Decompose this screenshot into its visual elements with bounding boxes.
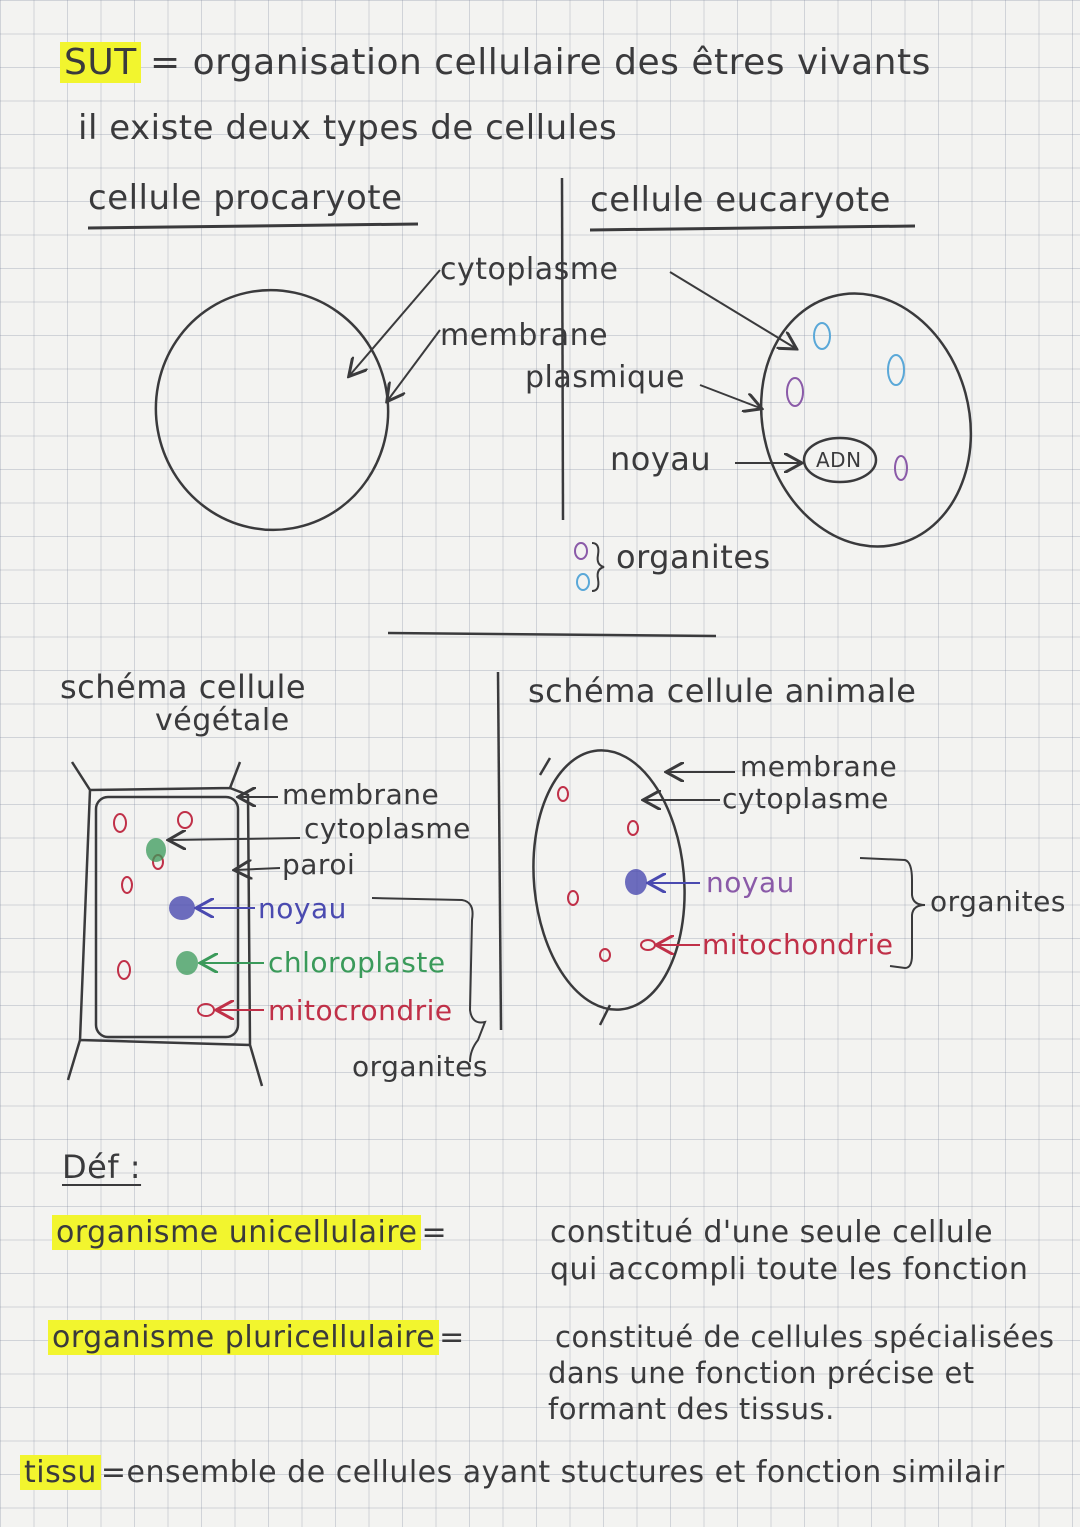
plant-label-chloroplaste: chloroplaste <box>268 946 446 979</box>
label-adn: ADN <box>816 448 862 472</box>
intro-line: il existe deux types de cellules <box>78 108 618 148</box>
heading-eucaryote: cellule eucaryote <box>590 180 891 220</box>
plant-mito <box>197 1003 215 1017</box>
plant-label-paroi: paroi <box>282 848 356 881</box>
plant-label-mitochondrie: mitocrondrie <box>268 994 453 1027</box>
animal-cell-tail <box>538 757 612 1026</box>
label-noyau: noyau <box>610 440 712 478</box>
organelle-purple-1 <box>786 377 804 407</box>
animal-red-o4 <box>599 948 611 962</box>
plant-wall <box>66 761 264 1087</box>
animal-red-o3 <box>567 890 579 906</box>
def-pluricellulaire-line-1: constitué de cellules spécialisées <box>555 1320 1055 1354</box>
animal-mito <box>640 939 656 951</box>
legend-organelle-purple <box>574 542 588 560</box>
label-organites: organites <box>616 538 771 576</box>
def-sep: = <box>439 1320 465 1355</box>
def-pluricellulaire-term: organisme pluricellulaire= <box>48 1320 465 1355</box>
arrow-cytoplasme-pro <box>350 269 441 375</box>
plant-title-2: végétale <box>155 703 290 738</box>
plant-red-o1 <box>113 813 127 833</box>
def-pluricellulaire-line-3: formant des tissus. <box>548 1392 835 1426</box>
arrow-cytoplasme-eu <box>669 271 795 348</box>
plant-noyau <box>169 896 195 920</box>
arrow-plant-cytoplasme <box>170 838 301 840</box>
plant-title-1: schéma cellule <box>60 668 307 706</box>
adn-nucleus <box>802 436 878 484</box>
def-term-highlight: organisme unicellulaire <box>52 1215 422 1250</box>
def-tissu: tissu=ensemble de cellules ayant stuctur… <box>20 1455 1005 1490</box>
def-tissu-line: ensemble de cellules ayant stuctures et … <box>126 1455 1005 1490</box>
label-membrane: membrane <box>440 318 609 353</box>
plant-chloro-2 <box>176 951 198 975</box>
animal-label-noyau: noyau <box>706 866 795 899</box>
plant-label-cytoplasme: cytoplasme <box>304 812 471 845</box>
organelle-cyan-1 <box>813 322 831 350</box>
def-unicellulaire-line-1: constitué d'une seule cellule <box>550 1215 994 1250</box>
def-term-highlight: organisme pluricellulaire <box>48 1320 440 1355</box>
underline-eucaryote <box>589 224 916 232</box>
arrow-plasmique-eu <box>699 384 760 408</box>
plant-chloro-1 <box>146 838 166 862</box>
arrow-membrane-pro <box>388 329 441 400</box>
divider-top <box>560 177 565 521</box>
plant-label-organites: organites <box>352 1050 488 1083</box>
plant-red-o4 <box>117 960 131 980</box>
def-sep: = <box>100 1455 127 1490</box>
animal-label-membrane: membrane <box>740 750 898 783</box>
plant-organites-bracket <box>371 897 487 1063</box>
plant-red-o2 <box>177 811 193 829</box>
def-term-highlight: tissu <box>20 1455 101 1490</box>
label-plasmique: plasmique <box>525 360 685 395</box>
heading-procaryote: cellule procaryote <box>88 178 403 218</box>
def-pluricellulaire-line-2: dans une fonction précise et <box>548 1356 975 1390</box>
subject-label: SUT <box>60 42 141 83</box>
animal-noyau <box>625 869 647 895</box>
plant-label-membrane: membrane <box>282 778 440 811</box>
def-sep: = <box>421 1215 448 1250</box>
organelle-cyan-2 <box>887 354 905 386</box>
animal-label-organites: organites <box>930 885 1066 918</box>
procaryote-cell <box>154 288 390 532</box>
arrow-plant-paroi <box>236 868 281 870</box>
plant-red-o3 <box>121 876 133 894</box>
legend-organelle-cyan <box>576 573 590 591</box>
def-unicellulaire-line-2: qui accompli toute les fonction <box>550 1252 1029 1287</box>
separator-middle <box>387 631 717 638</box>
animal-organites-brace <box>859 857 926 970</box>
animal-cell <box>532 749 686 1011</box>
eucaryote-cell <box>759 292 973 548</box>
definitions-label: Déf : <box>62 1148 142 1186</box>
main-title: = organisation cellulaire des êtres viva… <box>150 42 931 83</box>
animal-red-o1 <box>557 786 569 802</box>
def-unicellulaire-term: organisme unicellulaire= <box>52 1215 447 1250</box>
animal-label-cytoplasme: cytoplasme <box>722 782 889 815</box>
label-cytoplasme: cytoplasme <box>440 252 619 287</box>
underline-procaryote <box>87 222 419 230</box>
animal-label-mitochondrie: mitochondrie <box>702 928 894 961</box>
animal-title: schéma cellule animale <box>528 672 917 710</box>
organelle-purple-2 <box>894 455 908 481</box>
plant-label-noyau: noyau <box>258 892 347 925</box>
legend-brace <box>591 542 605 592</box>
animal-red-o2 <box>627 820 639 836</box>
subject-tag: SUT <box>60 42 141 83</box>
plant-membrane <box>94 795 240 1039</box>
divider-bottom <box>496 671 503 1031</box>
